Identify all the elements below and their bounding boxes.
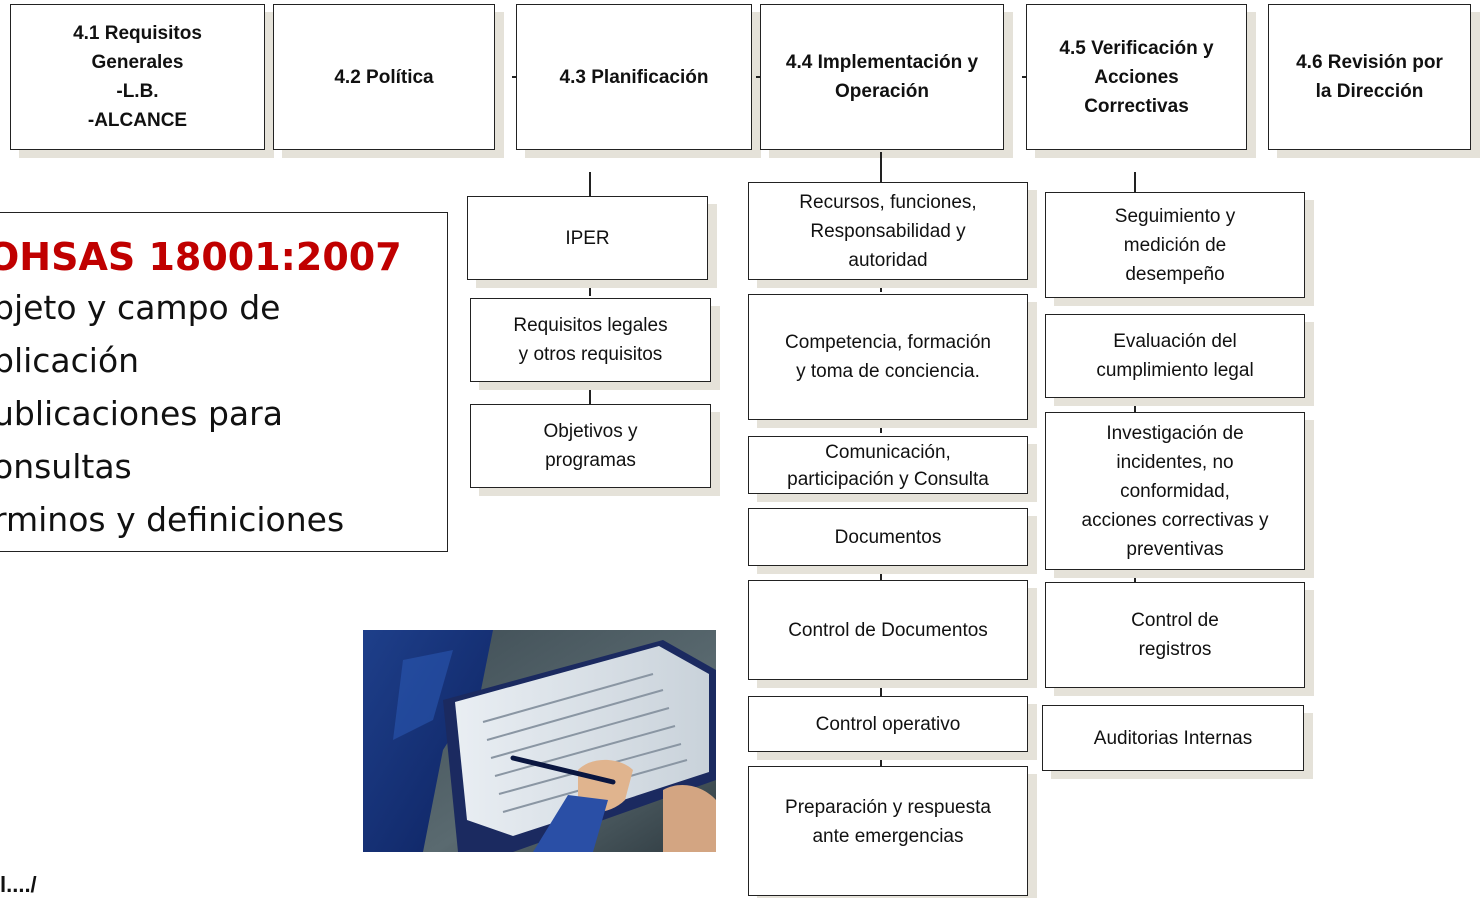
box-evaluacion-cumplimiento: Evaluación del cumplimiento legal — [1045, 314, 1305, 398]
box-line: Competencia, formación — [785, 332, 991, 353]
box-requisitos-legales: Requisitos legales y otros requisitos — [470, 298, 711, 382]
box-line: 4.1 Requisitos — [73, 23, 202, 44]
box-line: Control de — [1131, 610, 1219, 631]
box-line: Control de Documentos — [788, 619, 988, 641]
box-line: Evaluación del — [1113, 331, 1237, 352]
connector-tick — [756, 76, 760, 78]
top-box-planificacion: 4.3 Planificación — [516, 4, 752, 150]
box-iper: IPER — [467, 196, 708, 280]
box-line: acciones correctivas y — [1081, 509, 1269, 531]
box-line: participación y Consulta — [787, 469, 989, 490]
box-line: cumplimiento legal — [1096, 360, 1254, 381]
connector-line — [1134, 172, 1136, 192]
box-line: Preparación y respuesta — [785, 797, 991, 818]
box-line: Operación — [835, 81, 929, 102]
panel-line: rminos y definiciones — [0, 500, 345, 539]
panel-line: plicación — [0, 341, 140, 380]
ohsas-text-panel: OHSAS 18001:2007 bjeto y campo de plicac… — [0, 212, 448, 552]
box-preparacion-emergencias: Preparación y respuesta ante emergencias — [748, 766, 1028, 896]
box-line: desempeño — [1125, 263, 1225, 285]
connector-line — [880, 758, 882, 766]
top-box-politica: 4.2 Política — [273, 4, 495, 150]
box-line: y toma de conciencia. — [796, 361, 980, 382]
box-line: autoridad — [848, 249, 928, 271]
panel-line: onsultas — [0, 447, 132, 486]
box-control-operativo: Control operativo — [748, 696, 1028, 752]
connector-line — [589, 172, 591, 196]
box-line: Seguimiento y — [1114, 205, 1236, 227]
box-line: -L.B. — [116, 81, 159, 102]
box-line: Comunicación, — [825, 442, 951, 463]
top-box-verificacion: 4.5 Verificación y Acciones Correctivas — [1026, 4, 1247, 150]
box-line: Generales — [91, 52, 184, 73]
box-line: ante emergencias — [812, 826, 964, 847]
box-line: incidentes, no — [1116, 451, 1234, 473]
box-line: 4.2 Política — [334, 66, 434, 88]
connector-line — [880, 152, 882, 182]
box-line: Correctivas — [1084, 95, 1189, 117]
top-box-requisitos-generales: 4.1 Requisitos Generales -L.B. -ALCANCE — [10, 4, 265, 150]
connector-tick — [512, 76, 516, 78]
connector-line — [880, 425, 882, 433]
bottom-fragment-text: l..../ — [0, 872, 37, 897]
connector-line — [589, 388, 591, 404]
box-line: Requisitos legales — [513, 315, 668, 336]
connector-line — [1134, 402, 1136, 412]
box-line: programas — [545, 450, 636, 471]
box-control-documentos: Control de Documentos — [748, 580, 1028, 680]
box-line: 4.3 Planificación — [559, 66, 709, 88]
box-line: -ALCANCE — [87, 110, 188, 131]
box-objetivos-programas: Objetivos y programas — [470, 404, 711, 488]
box-line: registros — [1138, 639, 1212, 660]
box-seguimiento-medicion: Seguimiento y medición de desempeño — [1045, 192, 1305, 298]
box-line: y otros requisitos — [518, 344, 663, 365]
box-line: Control operativo — [815, 713, 961, 735]
top-box-revision: 4.6 Revisión por la Dirección — [1268, 4, 1471, 150]
connector-line — [880, 574, 882, 580]
box-comunicacion: Comunicación, participación y Consulta — [748, 436, 1028, 494]
box-recursos-funciones: Recursos, funciones, Responsabilidad y a… — [748, 182, 1028, 280]
panel-line: bjeto y campo de — [0, 288, 281, 327]
box-control-registros: Control de registros — [1045, 582, 1305, 688]
box-competencia-formacion: Competencia, formación y toma de concien… — [748, 294, 1028, 420]
box-line: IPER — [565, 227, 610, 249]
box-line: Recursos, funciones, — [799, 191, 977, 213]
box-line: Auditorias Internas — [1093, 727, 1253, 749]
connector-line — [1134, 574, 1136, 582]
connector-line — [880, 286, 882, 292]
clipboard-worker-photo — [363, 630, 716, 852]
box-line: 4.5 Verificación y — [1059, 37, 1214, 59]
connector-line — [880, 688, 882, 696]
connector-tick — [1022, 76, 1026, 78]
box-line: conformidad, — [1120, 480, 1230, 502]
box-line: Responsabilidad y — [810, 220, 966, 242]
box-line: Investigación de — [1106, 422, 1244, 444]
box-line: preventivas — [1126, 538, 1224, 560]
panel-line: ublicaciones para — [0, 394, 283, 433]
box-line: medición de — [1123, 234, 1227, 256]
box-documentos: Documentos — [748, 508, 1028, 566]
box-line: 4.4 Implementación y — [785, 52, 979, 73]
connector-line — [589, 286, 591, 296]
box-investigacion-incidentes: Investigación de incidentes, no conformi… — [1045, 412, 1305, 570]
box-line: la Dirección — [1315, 81, 1424, 102]
box-auditorias-internas: Auditorias Internas — [1042, 705, 1304, 771]
box-line: Objetivos y — [543, 421, 638, 442]
top-box-implementacion: 4.4 Implementación y Operación — [760, 4, 1004, 150]
box-line: Acciones — [1094, 66, 1179, 88]
box-line: 4.6 Revisión por — [1296, 52, 1443, 73]
box-line: Documentos — [834, 526, 942, 548]
panel-title: OHSAS 18001:2007 — [0, 235, 402, 279]
